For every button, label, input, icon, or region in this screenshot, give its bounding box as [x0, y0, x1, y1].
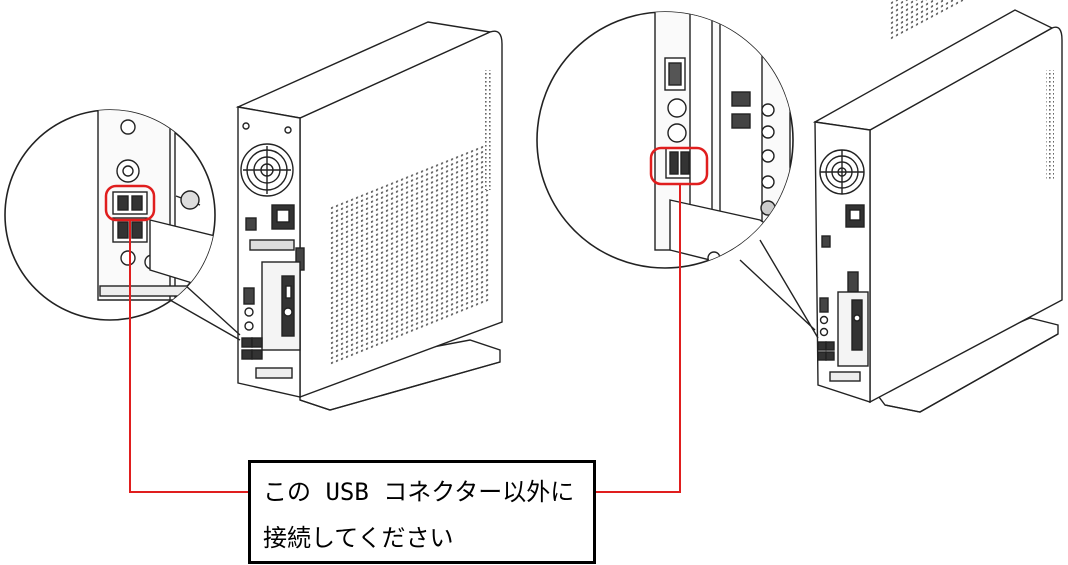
- right-leader-line: [596, 184, 681, 493]
- callout-line-2: 接続してください: [263, 524, 454, 552]
- left-magnifier: [4, 109, 241, 341]
- left-fan-icon: [240, 143, 294, 197]
- callout-box: この USB コネクター以外に 接続してください: [248, 460, 596, 564]
- right-magnifier: [536, 11, 819, 339]
- usb-highlights: [104, 146, 709, 493]
- left-pc-tower: [235, 21, 503, 411]
- callout-line-1: この USB コネクター以外に: [263, 478, 575, 506]
- right-stand: [868, 317, 1059, 413]
- right-fan-icon: [819, 149, 865, 195]
- right-pc-tower: [812, 0, 1063, 413]
- left-leader-line: [129, 220, 248, 493]
